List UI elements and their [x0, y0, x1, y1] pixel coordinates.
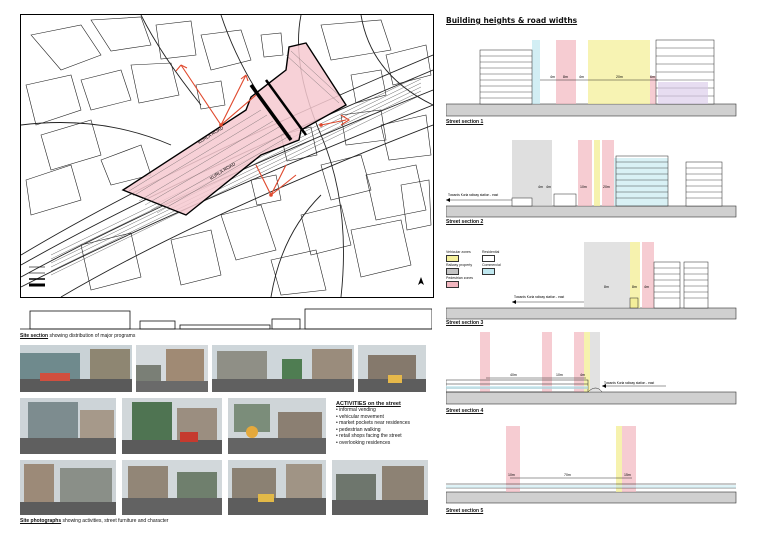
dim-label: 4m — [546, 185, 551, 189]
activity-item: retail shops facing the street — [336, 433, 432, 440]
street-section-5: 10m 70m 15m — [446, 426, 737, 504]
site-photos-caption-rest: showing activities, street furniture and… — [61, 518, 169, 524]
dim-label: 8m — [563, 75, 568, 79]
legend-swatch-residential — [482, 255, 495, 262]
view-points — [219, 123, 323, 197]
site-photo — [228, 460, 326, 515]
dim-label: 8m — [632, 285, 637, 289]
dim-label: 4m — [538, 185, 543, 189]
section-label: Street section 1 — [446, 119, 484, 125]
dim-label: 4m — [579, 75, 584, 79]
legend-swatch-pedestrian — [446, 281, 459, 288]
section-annotation: Towards Kurla railway station - east — [514, 295, 564, 299]
activity-item: informal vending — [336, 407, 432, 414]
dim-label: 70m — [564, 473, 571, 477]
legend-label: Railway property — [446, 263, 473, 267]
foot-overbridge — [249, 83, 293, 142]
activity-item: market pockets near residences — [336, 420, 432, 427]
site-photo — [20, 398, 116, 454]
station-hatch — [128, 50, 344, 214]
site-photos-caption-bold: Site photographs — [20, 518, 62, 524]
dim-label: 6m — [650, 75, 655, 79]
north-arrow-icon — [418, 277, 424, 285]
block-outlines — [25, 16, 432, 296]
legend-swatch-vehicular — [446, 255, 459, 262]
section-label: Street section 2 — [446, 219, 484, 225]
station-outline — [121, 42, 347, 216]
section-annotation: Towards Kurla railway station - east — [448, 193, 498, 197]
dim-label: 4m — [550, 75, 555, 79]
legend: Vehicular zones Residential Railway prop… — [446, 250, 526, 292]
site-photo — [20, 460, 116, 515]
site-photo — [136, 345, 208, 392]
site-section-caption-bold: Site section — [20, 333, 49, 339]
site-photos-caption: Site photographs showing activities, str… — [20, 518, 168, 524]
section-label: Street section 4 — [446, 408, 484, 414]
activity-item: vehicular movement — [336, 414, 432, 421]
section-label: Street section 3 — [446, 320, 484, 326]
activities-block: ACTIVITIES on the street informal vendin… — [336, 401, 432, 447]
section-label: Street section 5 — [446, 508, 484, 514]
site-photo — [122, 398, 222, 454]
site-section-drawing — [20, 308, 432, 330]
site-photo — [20, 345, 132, 392]
street-section-1: 4m 8m 4m 20m 6m — [446, 39, 737, 117]
legend-label: Residential — [482, 250, 500, 254]
dim-label: 8m — [604, 285, 609, 289]
site-photo — [358, 345, 426, 392]
site-photo — [122, 460, 222, 515]
page-title: Building heights & road widths — [446, 16, 578, 25]
foot-overbridge-2 — [264, 79, 308, 136]
dim-label: 4m — [644, 285, 649, 289]
site-section-caption: Site section showing distribution of maj… — [20, 333, 135, 339]
scale-key — [29, 266, 45, 287]
dim-label: 10m — [508, 473, 515, 477]
legend-label: Pedestrian zones — [446, 276, 474, 280]
dim-label: 10m — [556, 373, 563, 377]
site-map: KURLA ROAD KURLA ROAD — [20, 14, 434, 298]
dim-label: 40m — [510, 373, 517, 377]
street-section-2: Towards Kurla railway station - east 4m … — [446, 140, 737, 218]
site-photo — [228, 398, 326, 454]
street-section-3: Towards Kurla railway station - east 8m … — [446, 242, 737, 320]
legend-label: Vehicular zones — [446, 250, 471, 254]
legend-label: Commercial — [482, 263, 501, 267]
site-photo — [212, 345, 354, 392]
site-map-drawing: KURLA ROAD KURLA ROAD — [21, 15, 433, 297]
dim-label: 4m — [580, 373, 585, 377]
activities-list: informal vending vehicular movement mark… — [336, 407, 432, 447]
legend-swatch-railway — [446, 268, 459, 275]
street-section-4: Towards Kurla railway station - east 40m… — [446, 332, 737, 405]
section-annotation: Towards Kurla railway station - east — [604, 381, 654, 385]
legend-swatch-commercial — [482, 268, 495, 275]
activity-item: overlooking residences — [336, 440, 432, 447]
activity-item: pedestrian walking — [336, 427, 432, 434]
dim-label: 10m — [580, 185, 587, 189]
dim-label: 15m — [624, 473, 631, 477]
site-section-caption-rest: showing distribution of major programs — [48, 333, 136, 339]
activities-title: ACTIVITIES on the street — [336, 401, 401, 407]
dim-label: 20m — [616, 75, 623, 79]
dim-label: 20m — [603, 185, 610, 189]
site-photo — [332, 460, 428, 515]
